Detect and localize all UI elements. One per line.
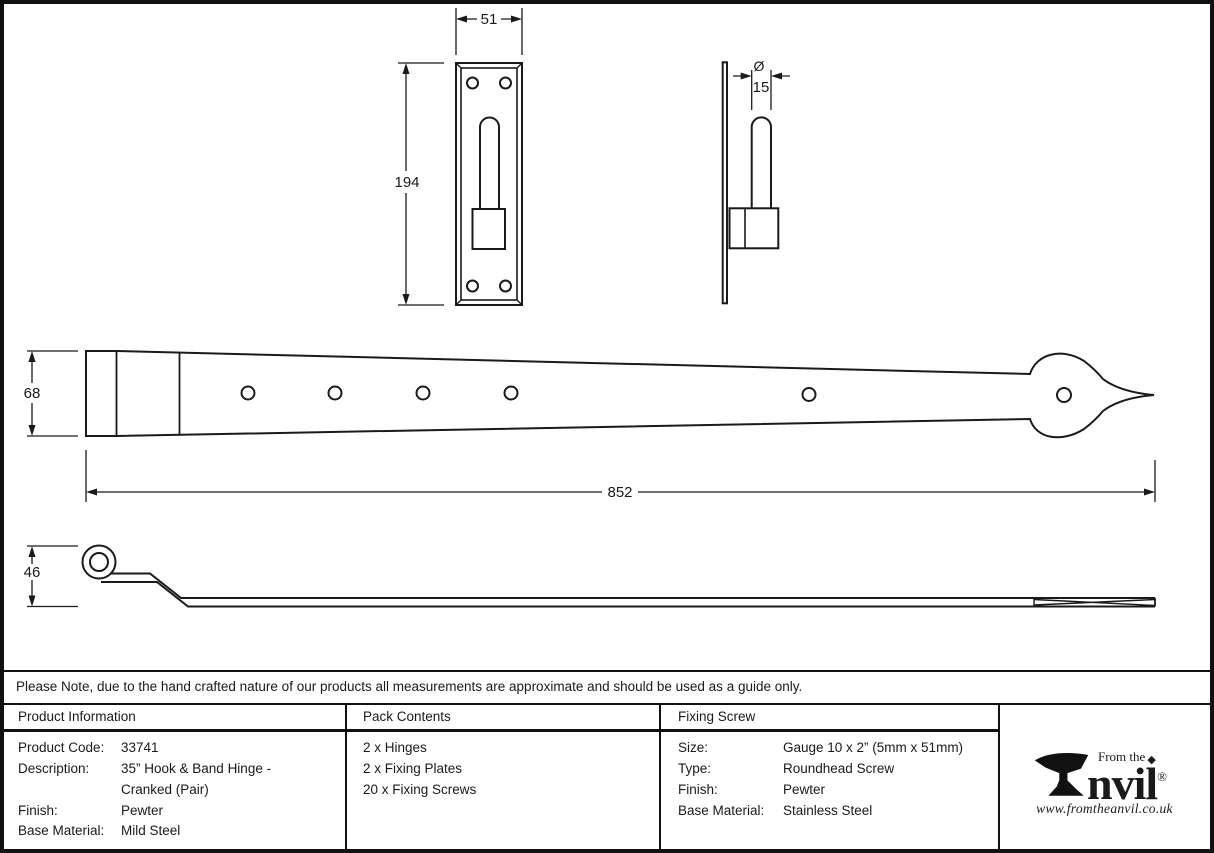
measurements-note: Please Note, due to the hand crafted nat…	[16, 679, 803, 694]
field-label: Description:	[18, 761, 90, 776]
band-eye-outer	[81, 544, 117, 580]
field-value: Mild Steel	[121, 823, 181, 838]
band-height-label: 68	[24, 385, 41, 402]
hook-pin-front	[479, 116, 500, 209]
field-label: Size:	[678, 740, 709, 755]
dimension-plate-width	[455, 8, 523, 55]
anvil-silhouette	[1034, 752, 1089, 796]
field-label: Product Code:	[18, 740, 105, 755]
plate-bevel-corners	[455, 62, 523, 306]
field-label: Base Material:	[678, 803, 765, 818]
pack-item: 2 x Fixing Plates	[363, 761, 463, 776]
band-outline	[85, 350, 1155, 439]
band-eye-inner	[89, 552, 109, 572]
field-value: 35” Hook & Band Hinge -	[121, 761, 272, 776]
field-value: Stainless Steel	[783, 803, 873, 818]
table-divider-1	[345, 703, 347, 853]
field-value: Pewter	[783, 782, 826, 797]
band-hole	[415, 385, 431, 401]
crank-height-label: 46	[24, 564, 41, 581]
dimension-pin-diameter	[733, 70, 790, 110]
note-top-rule	[0, 670, 1214, 672]
dimension-band-height	[27, 350, 78, 437]
fixing-screw-header: Fixing Screw	[678, 709, 756, 724]
hook-pin-side	[750, 116, 772, 208]
fixing-plate-side-view	[721, 61, 780, 305]
brand-logo: From the◆ nvil® www.fromtheanvil.co.uk	[999, 705, 1210, 849]
screw-hole	[466, 76, 479, 90]
table-header-rule	[0, 729, 999, 732]
pin-diameter-label: 15	[753, 79, 770, 96]
field-label: Finish:	[678, 782, 718, 797]
pin-block-front	[471, 208, 506, 250]
screw-hole	[499, 76, 512, 90]
note-bottom-rule	[0, 703, 1214, 705]
field-label: Finish:	[18, 803, 58, 818]
plate-outer-edge	[455, 62, 523, 306]
product-information-header: Product Information	[18, 709, 136, 724]
band-tip-taper-marks	[1033, 598, 1156, 607]
pack-item: 2 x Hinges	[363, 740, 427, 755]
field-value: Pewter	[121, 803, 164, 818]
logo-from-the: From the◆	[1098, 749, 1156, 766]
anvil-icon	[1034, 752, 1089, 796]
technical-drawing: 51 194 Ø 15	[24, 8, 1156, 608]
pin-diameter-symbol: Ø	[754, 58, 765, 74]
crank-bottom-edge	[101, 581, 1155, 608]
table-divider-3	[998, 703, 1000, 853]
plate-side-profile	[721, 61, 729, 305]
logo-website-url: www.fromtheanvil.co.uk	[1036, 801, 1173, 816]
band-length-label: 852	[607, 484, 632, 501]
plate-bevel-edge	[460, 67, 518, 301]
crank-top-edge	[110, 572, 1155, 599]
band-hole	[1056, 387, 1072, 403]
field-value: Cranked (Pair)	[121, 782, 209, 797]
field-value: Roundhead Screw	[783, 761, 895, 776]
table-divider-2	[659, 703, 661, 853]
band-hole	[240, 385, 256, 401]
band-hole	[503, 385, 519, 401]
hinge-band-front-view	[85, 350, 1155, 439]
field-value: Gauge 10 x 2” (5mm x 51mm)	[783, 740, 964, 755]
logo-from-the-text: From the	[1098, 749, 1146, 764]
pack-item: 20 x Fixing Screws	[363, 782, 477, 797]
field-label: Base Material:	[18, 823, 105, 838]
plate-height-label: 194	[394, 174, 419, 191]
dimension-band-length	[85, 450, 1156, 502]
logo-name-text: nvil	[1087, 758, 1158, 809]
screw-hole	[466, 279, 479, 293]
pin-block-side	[728, 207, 780, 250]
dimension-plate-height	[398, 62, 444, 306]
fixing-plate-front-view	[455, 62, 523, 306]
band-hole	[327, 385, 343, 401]
logo-diamond-icon: ◆	[1147, 754, 1156, 766]
field-value: 33741	[121, 740, 159, 755]
band-hole	[801, 387, 817, 402]
dimension-crank-height	[27, 545, 78, 608]
registered-trademark-icon: ®	[1157, 769, 1168, 784]
cranked-band-side-view	[81, 544, 1156, 608]
pack-contents-header: Pack Contents	[363, 709, 451, 724]
field-label: Type:	[678, 761, 712, 776]
screw-hole	[499, 279, 512, 293]
plate-width-label: 51	[481, 11, 498, 28]
logo-wordmark: nvil®	[1087, 757, 1167, 810]
